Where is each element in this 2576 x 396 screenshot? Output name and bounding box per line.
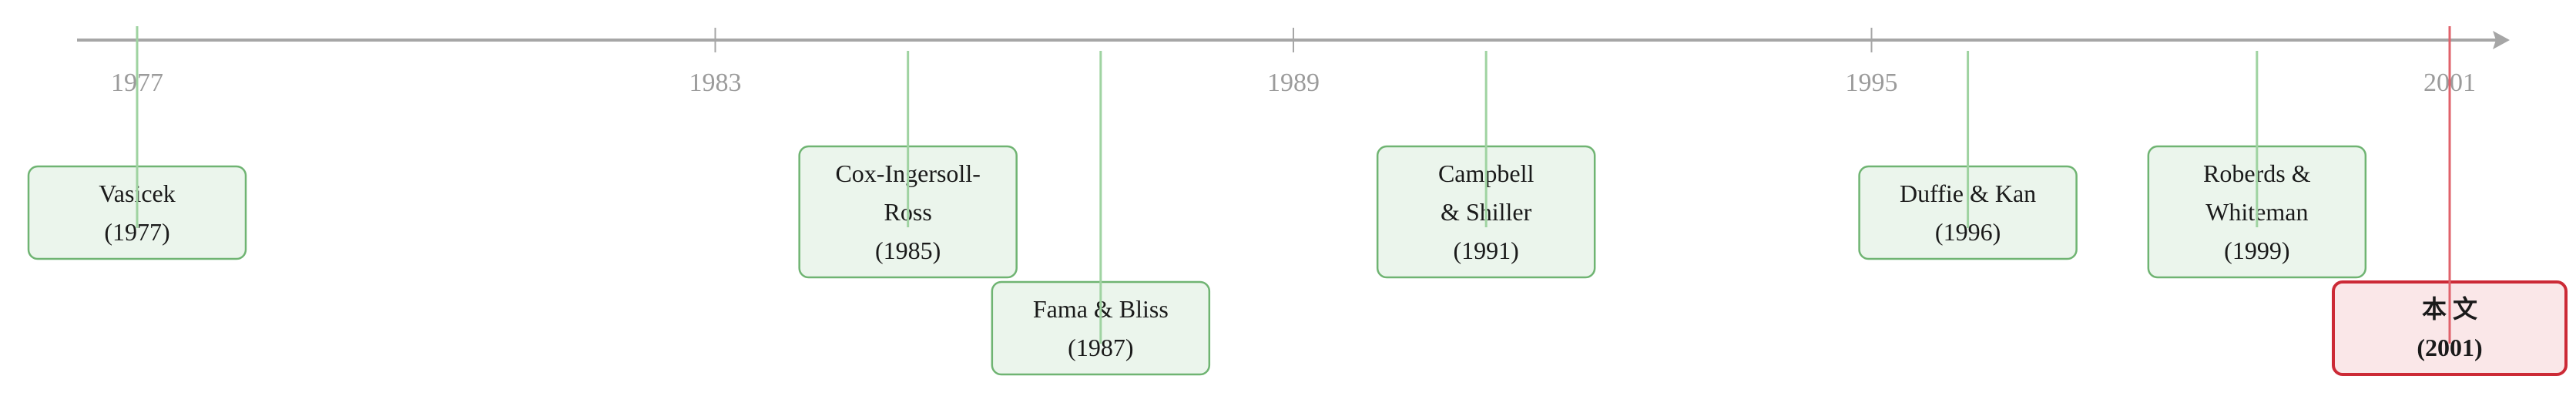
timeline-axis-arrowhead (2493, 31, 2510, 49)
event-label-line: (1999) (2224, 237, 2289, 264)
timeline-event-boxes: Vasicek(1977)Cox-Ingersoll-Ross(1985)Fam… (27, 145, 2568, 376)
axis-tick-label: 1995 (1846, 69, 1898, 97)
axis-tick-label: 1989 (1267, 69, 1320, 97)
axis-tick-label: 1983 (689, 69, 742, 97)
timeline-connectors (136, 26, 2451, 344)
event-label-line: (1991) (1454, 237, 1519, 264)
event-label-line: (1985) (875, 237, 941, 264)
